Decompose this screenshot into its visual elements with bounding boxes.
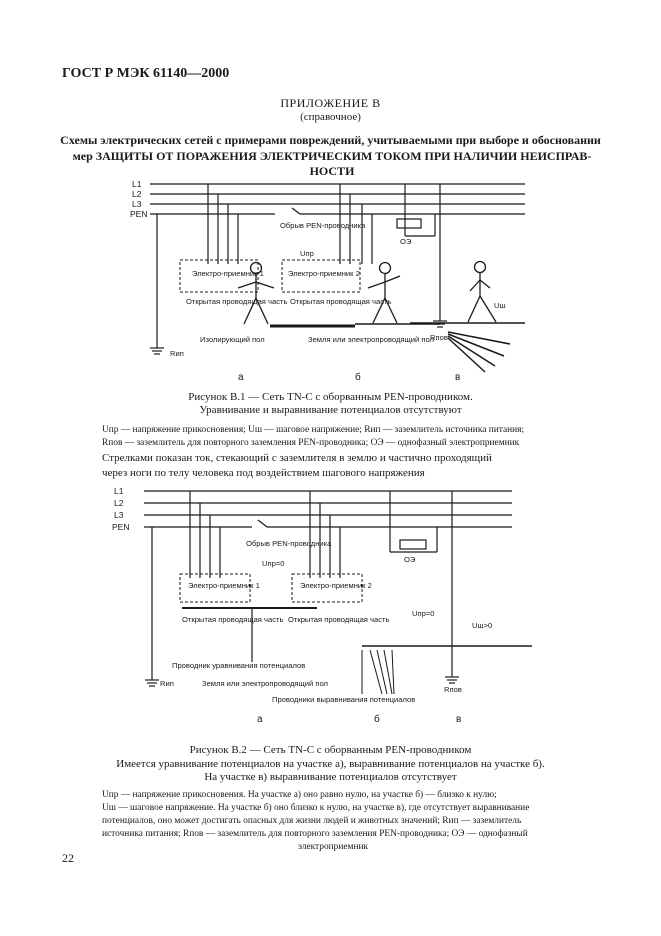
f1-label-l3: L3 bbox=[132, 199, 142, 209]
figure-2-legend: Uпр — напряжение прикосновения. На участ… bbox=[102, 789, 564, 854]
f1-label-pen: PEN bbox=[130, 209, 147, 219]
legend-2-line2: Uш — шаговое напряжение. На участке б) о… bbox=[102, 803, 530, 813]
f1-open-part-1: Открытая проводящая часть bbox=[186, 297, 287, 306]
figure-2-caption-line2: Имеется уравнивание потенциалов на участ… bbox=[116, 758, 545, 770]
f1-oe-label: ОЭ bbox=[400, 237, 412, 246]
f2-section-v: в bbox=[456, 714, 461, 725]
f2-r-source: Rип bbox=[160, 679, 174, 688]
appendix-title: ПРИЛОЖЕНИЕ В bbox=[280, 96, 381, 110]
f2-break-label: Обрыв PEN-проводника bbox=[246, 539, 332, 548]
f2-r-repeat: Rпов bbox=[444, 685, 462, 694]
legend-1-line1: Uпр — напряжение прикосновения; Uш — шаг… bbox=[102, 425, 525, 435]
paragraph-line1: Стрелками показан ток, стекающий с зазем… bbox=[102, 452, 492, 464]
f1-u-touch: Uпр bbox=[300, 249, 314, 258]
figure-1-legend: Uпр — напряжение прикосновения; Uш — шаг… bbox=[102, 424, 562, 450]
f1-r-repeat: Rпов bbox=[430, 333, 448, 342]
f1-open-part-2: Открытая проводящая часть bbox=[290, 297, 391, 306]
f2-earth-floor: Земля или электропроводящий пол bbox=[202, 679, 328, 688]
appendix-heading-line2: мер ЗАЩИТЫ ОТ ПОРАЖЕНИЯ ЭЛЕКТРИЧЕСКИМ ТО… bbox=[72, 149, 592, 163]
f2-u-touch-2: Uпр=0 bbox=[412, 609, 434, 618]
f2-consumer1: Электро-приемник 1 bbox=[188, 581, 260, 590]
f2-label-l1: L1 bbox=[114, 486, 124, 496]
paragraph-line2: через ноги по телу человека под воздейст… bbox=[102, 467, 425, 479]
f1-section-b: б bbox=[355, 371, 361, 383]
f1-u-step: Uш bbox=[494, 301, 506, 310]
f2-open-part-2: Открытая проводящая часть bbox=[288, 615, 389, 624]
f2-label-l2: L2 bbox=[114, 498, 124, 508]
f1-r-source: Rип bbox=[170, 349, 184, 358]
f1-earth-floor: Земля или электропроводящий пол bbox=[308, 335, 434, 344]
f1-section-v: в bbox=[455, 372, 460, 383]
f2-consumer2: Электро-приемник 2 bbox=[300, 581, 372, 590]
f2-section-b: б bbox=[374, 713, 380, 725]
appendix-heading: мер ЗАЩИТЫ ОТ ПОРАЖЕНИЯ ЭЛЕКТРИЧЕСКИМ ТО… bbox=[62, 149, 602, 179]
figure-1-caption-line2: Уравнивание и выравнивание потенциалов о… bbox=[199, 404, 462, 416]
f1-consumer1: Электро-приемник 1 bbox=[192, 269, 264, 278]
f2-label-l3: L3 bbox=[114, 510, 124, 520]
legend-2-line5: электроприемник bbox=[297, 842, 369, 852]
figure-1-caption-line1: Рисунок В.1 — Сеть TN-C с оборванным PEN… bbox=[188, 391, 473, 403]
f2-equalizing: Проводник уравнивания потенциалов bbox=[172, 661, 305, 670]
f2-label-pen: PEN bbox=[112, 522, 129, 532]
f1-insulating-floor: Изолирующий пол bbox=[200, 335, 265, 344]
f1-label-l2: L2 bbox=[132, 189, 142, 199]
document-header: ГОСТ Р МЭК 61140—2000 bbox=[62, 66, 230, 81]
f1-label-l1: L1 bbox=[132, 179, 142, 189]
appendix-heading-line3: НОСТИ bbox=[309, 164, 355, 178]
f1-section-a: а bbox=[238, 372, 244, 383]
legend-2-line3: потенциалов, оно может достигать опасных… bbox=[102, 816, 522, 826]
figure-2-caption-line3: На участке в) выравнивание потенциалов о… bbox=[204, 771, 457, 783]
f2-oe-label: ОЭ bbox=[404, 555, 416, 564]
paragraph: Стрелками показан ток, стекающий с зазем… bbox=[102, 451, 564, 481]
f2-grading: Проводники выравнивания потенциалов bbox=[272, 695, 415, 704]
f2-u-step: Uш>0 bbox=[472, 621, 492, 630]
f2-open-part-1: Открытая проводящая часть bbox=[182, 615, 283, 624]
legend-1-line2: Rпов — заземлитель для повторного заземл… bbox=[102, 438, 520, 448]
legend-2-line1: Uпр — напряжение прикосновения. На участ… bbox=[102, 790, 497, 800]
legend-2-line4: источника питания; Rпов — заземлитель дл… bbox=[102, 829, 528, 839]
figure-2-diagram: L1 L2 L3 PEN Обрыв PEN-проводника ОЭ Uпр… bbox=[112, 486, 532, 725]
f2-u-touch: Uпр=0 bbox=[262, 559, 284, 568]
appendix-subtitle: (справочное) bbox=[300, 111, 361, 123]
page-number: 22 bbox=[62, 851, 74, 865]
f1-break-label: Обрыв PEN-проводника bbox=[280, 221, 366, 230]
figure-2-caption-line1: Рисунок В.2 — Сеть TN-C с оборванным PEN… bbox=[189, 744, 472, 756]
figure-1-diagram: L1 L2 L3 PEN Обрыв PEN-проводника ОЭ Uпр… bbox=[130, 179, 525, 383]
appendix-heading-line1: Схемы электрических сетей с примерами по… bbox=[60, 133, 601, 147]
f2-section-a: а bbox=[257, 714, 263, 725]
f1-consumer2: Электро-приемник 2 bbox=[288, 269, 360, 278]
